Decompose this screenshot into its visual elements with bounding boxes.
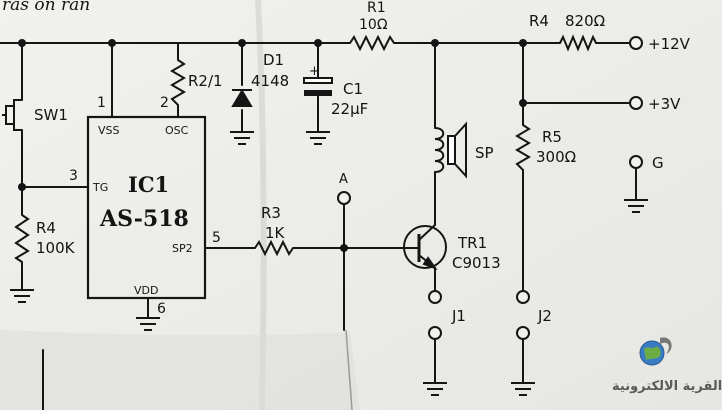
ic-pin1-number: 1 xyxy=(97,95,106,111)
r4-top-resistor xyxy=(559,34,597,52)
ic-vss-label: VSS xyxy=(98,124,120,137)
r3-resistor xyxy=(254,239,294,257)
junctions xyxy=(18,39,527,252)
d1-name: D1 xyxy=(263,51,284,69)
ground-symbol xyxy=(230,131,254,145)
r4-top-name: R4 xyxy=(529,12,549,30)
terminal-j1-bottom xyxy=(428,326,442,340)
terminal-j2-label: J2 xyxy=(537,307,552,325)
terminal-3v-label: +3V xyxy=(648,95,681,113)
page-edge xyxy=(345,329,353,410)
page-fold xyxy=(255,0,267,410)
r3-name: R3 xyxy=(261,204,281,222)
ic1-designator: IC1 xyxy=(128,172,169,197)
r5-value: 300Ω xyxy=(536,148,576,166)
ic-pin3-number: 3 xyxy=(69,168,78,184)
ic-tg-label: TG xyxy=(92,181,108,194)
wiring xyxy=(0,42,637,410)
ic-pin2-number: 2 xyxy=(160,95,169,111)
ic1-part-number: AS-518 xyxy=(99,206,189,232)
junction-dot xyxy=(340,244,348,252)
terminal-12v xyxy=(629,36,643,50)
tr1-value: C9013 xyxy=(452,254,501,272)
r4-top-value: 820Ω xyxy=(565,12,605,30)
page-shadow xyxy=(0,330,360,410)
r2-resistor xyxy=(170,59,186,106)
junction-dot xyxy=(108,39,116,47)
c1-plus-sign: + xyxy=(309,64,320,79)
terminal-j1-label: J1 xyxy=(451,307,466,325)
ground-symbol xyxy=(624,199,648,213)
r1-name: R1 xyxy=(367,0,386,16)
r5-name: R5 xyxy=(542,128,562,146)
ic-osc-label: OSC xyxy=(165,124,189,137)
ground-symbol xyxy=(306,131,330,145)
d1-diode xyxy=(231,89,253,107)
ic-pin5-number: 5 xyxy=(212,230,221,246)
r1-value: 10Ω xyxy=(359,17,388,33)
r4-left-value: 100K xyxy=(36,239,76,257)
globe-land xyxy=(644,346,661,360)
terminal-j2-bottom xyxy=(516,326,530,340)
test-point-a xyxy=(337,191,351,205)
junction-dot xyxy=(18,183,26,191)
junction-dot xyxy=(519,39,527,47)
ic1-body xyxy=(86,115,207,300)
r3-value: 1K xyxy=(265,224,286,242)
ic-pin6-number: 6 xyxy=(157,301,166,317)
watermark-logo xyxy=(639,337,672,366)
junction-dot xyxy=(519,99,527,107)
ic-sp2-label: SP2 xyxy=(172,242,193,255)
junction-dot xyxy=(18,39,26,47)
ground-symbol xyxy=(423,382,447,396)
terminal-g xyxy=(629,155,643,169)
ground-symbol xyxy=(136,317,160,331)
speaker-symbol xyxy=(434,121,467,179)
sw1-label: SW1 xyxy=(34,106,68,124)
c1-name: C1 xyxy=(343,80,363,98)
top-cut-text: ras on ran xyxy=(2,0,90,15)
r5-resistor xyxy=(515,124,531,171)
terminal-j1-top xyxy=(428,290,442,304)
terminal-j2-top xyxy=(516,290,530,304)
watermark-text: القرية الالكترونية xyxy=(612,379,722,394)
ground-symbol xyxy=(10,289,34,303)
sw1-symbol xyxy=(2,99,22,131)
c1-value: 22µF xyxy=(331,100,368,118)
tr1-name: TR1 xyxy=(457,234,487,252)
d1-value: 4148 xyxy=(251,72,289,90)
r2-label: R2/1 xyxy=(188,72,223,90)
tr1-transistor xyxy=(403,224,447,271)
junction-dot xyxy=(238,39,246,47)
terminal-3v xyxy=(629,96,643,110)
ground-symbol xyxy=(511,382,535,396)
ic-vdd-label: VDD xyxy=(134,284,158,297)
junction-dot xyxy=(314,39,322,47)
r4-left-name: R4 xyxy=(36,219,56,237)
junction-dot xyxy=(431,39,439,47)
test-point-a-label: A xyxy=(339,172,348,187)
watermark-calligraphy xyxy=(660,337,672,354)
r1-resistor xyxy=(349,34,398,52)
terminal-g-label: G xyxy=(652,154,664,172)
c1-capacitor: + xyxy=(303,64,333,96)
terminal-12v-label: +12V xyxy=(648,35,691,53)
speaker-label: SP xyxy=(475,144,494,162)
r4-left-resistor xyxy=(14,214,30,263)
